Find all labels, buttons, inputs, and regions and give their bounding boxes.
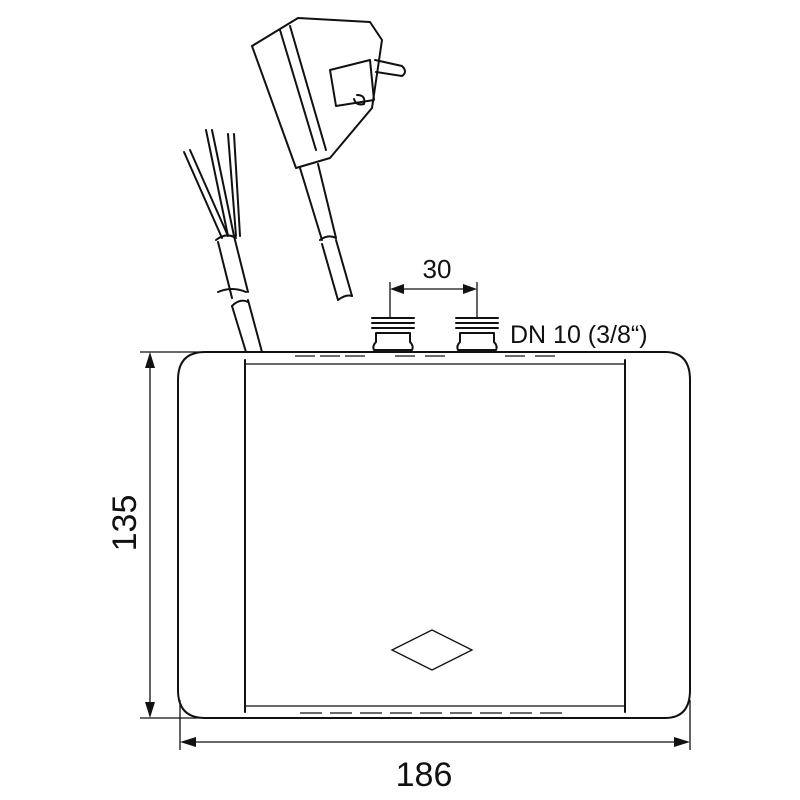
connector-size-label: DN 10 (3/8“): [510, 321, 648, 349]
logo-diamond: [390, 629, 474, 671]
height-label: 135: [106, 495, 144, 552]
width-dimension: 186: [179, 700, 691, 794]
water-connector-right: [455, 317, 499, 351]
height-dimension: 135: [106, 351, 200, 719]
bare-wire-cable: [183, 129, 263, 353]
width-label: 186: [396, 756, 453, 794]
schuko-plug-cable: [251, 17, 406, 301]
spacing-dimension: 30: [389, 254, 478, 318]
spacing-label: 30: [423, 254, 452, 284]
water-connector-left: [371, 317, 415, 351]
water-heater-body: [177, 351, 691, 719]
